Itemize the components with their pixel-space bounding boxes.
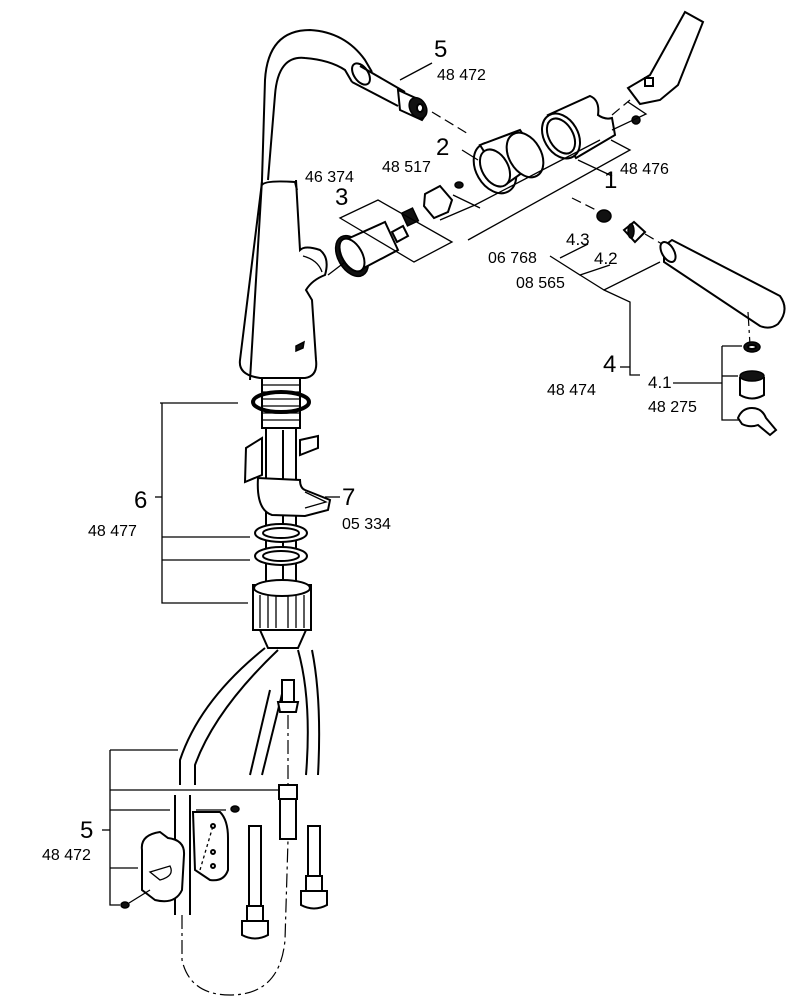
callout-7-part-no: 05 334 [342, 516, 391, 533]
lever-handle [626, 10, 705, 125]
callout-5-bottom-part-no: 48 472 [42, 847, 91, 864]
cartridge [327, 220, 410, 278]
callout-4-3-part-no: 06 768 [488, 250, 537, 267]
fixing-nut [252, 579, 312, 649]
faucet-spout [249, 28, 406, 381]
spray-head [659, 238, 786, 329]
callout-5-top-number: 5 [434, 36, 447, 63]
hose-connector [278, 784, 298, 840]
aerator [736, 341, 778, 437]
callout-4-2-number: 4.2 [594, 249, 618, 268]
callout-4-number: 4 [603, 351, 616, 378]
faucet-body [238, 179, 328, 379]
hose-end-nut [396, 88, 428, 122]
fixing-clip [256, 476, 332, 518]
callout-2-part-no: 48 517 [382, 159, 431, 176]
callout-1-part-no: 48 476 [620, 161, 669, 178]
callout-3-number: 3 [335, 184, 348, 211]
supply-hose-ends [241, 825, 328, 940]
callout-2-number: 2 [436, 134, 449, 161]
check-valve [622, 220, 647, 244]
hose-weight [120, 795, 240, 915]
callout-4-1-part-no: 48 275 [648, 399, 697, 416]
callout-1-number: 1 [604, 167, 617, 194]
flow-regulator [596, 209, 612, 223]
connector-nut [472, 128, 545, 195]
callout-4-3-number: 4.3 [566, 230, 590, 249]
callout-6-part-no: 48 477 [88, 523, 137, 540]
callout-7-number: 7 [342, 484, 355, 511]
supply-hoses [179, 647, 321, 785]
support-washer [243, 434, 319, 484]
callout-4-1-number: 4.1 [648, 373, 672, 392]
callout-4-2-part-no: 08 565 [516, 275, 565, 292]
callout-3-part-no: 46 374 [305, 169, 354, 186]
callout-5-top-part-no: 48 472 [437, 67, 486, 84]
callout-5-bottom-number: 5 [80, 817, 93, 844]
handle-sleeve [541, 94, 617, 160]
callout-6-number: 6 [134, 487, 147, 514]
callout-4-part-no: 48 474 [547, 382, 596, 399]
cartridge-adapter [400, 181, 464, 227]
leader-lines [102, 62, 742, 906]
